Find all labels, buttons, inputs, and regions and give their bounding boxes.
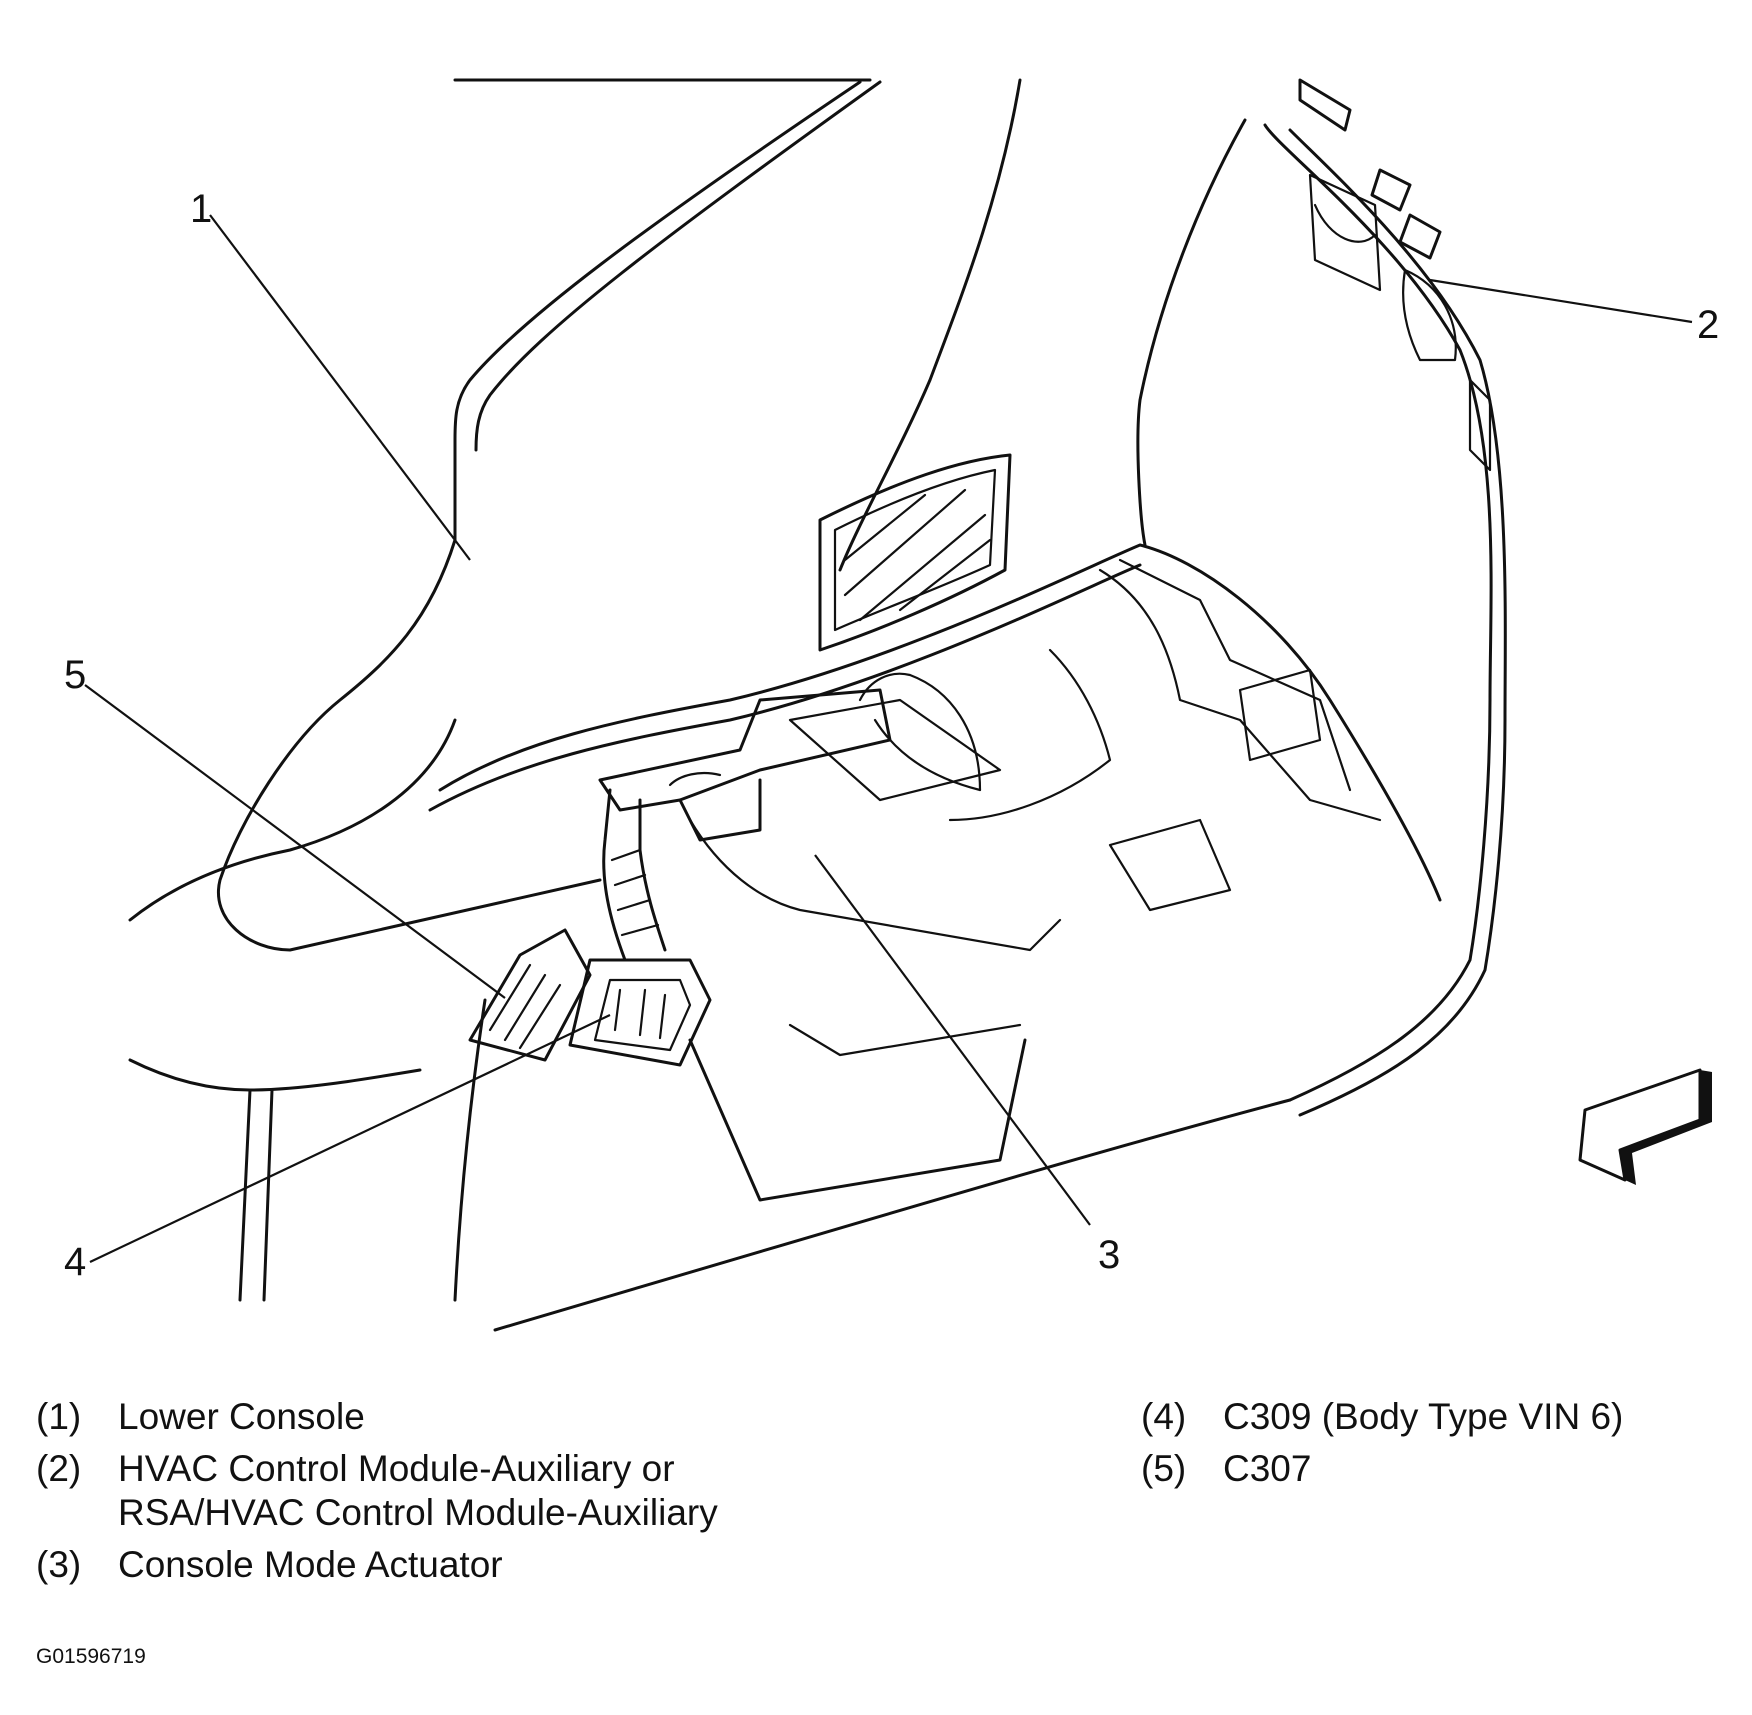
- legend-text: HVAC Control Module-Auxiliary or RSA/HVA…: [118, 1448, 718, 1533]
- legend-left-column: (1) Lower Console (2) HVAC Control Modul…: [36, 1395, 936, 1595]
- legend-item-3: (3) Console Mode Actuator: [36, 1543, 936, 1587]
- connector-c307: [468, 928, 592, 1062]
- forward-arrow-icon: [1578, 1068, 1712, 1185]
- console-top-surface: [428, 543, 1442, 912]
- figure-id: G01596719: [36, 1645, 146, 1668]
- callout-5: 5: [64, 653, 86, 697]
- legend-item-2: (2) HVAC Control Module-Auxiliary or RSA…: [36, 1447, 936, 1535]
- legend-number: (4): [1141, 1396, 1187, 1437]
- legend-text: C309 (Body Type VIN 6): [1223, 1396, 1624, 1437]
- legend-text: Console Mode Actuator: [118, 1544, 503, 1585]
- callout-4: 4: [64, 1240, 86, 1284]
- callout-1: 1: [190, 187, 212, 231]
- floor-vent-grille: [818, 453, 1012, 652]
- callout-3: 3: [1098, 1233, 1120, 1277]
- legend-right-column: (4) C309 (Body Type VIN 6) (5) C307: [1141, 1395, 1741, 1499]
- component-locator-drawing: 1 2 3 4 5: [64, 78, 1719, 1332]
- legend-item-5: (5) C307: [1141, 1447, 1741, 1491]
- floor-panel: [493, 1023, 1292, 1332]
- legend-text: C307: [1223, 1448, 1312, 1489]
- legend: (1) Lower Console (2) HVAC Control Modul…: [36, 1395, 1726, 1645]
- lower-console-outline: [128, 78, 1022, 1302]
- callout-2: 2: [1697, 303, 1719, 347]
- legend-number: (1): [36, 1396, 82, 1437]
- connector-c309: [568, 958, 712, 1067]
- legend-number: (5): [1141, 1448, 1187, 1489]
- auxiliary-hvac-panel: [1136, 78, 1507, 1117]
- leader-lines: [84, 214, 1693, 1263]
- legend-item-1: (1) Lower Console: [36, 1395, 936, 1439]
- legend-number: (2): [36, 1448, 82, 1489]
- legend-item-4: (4) C309 (Body Type VIN 6): [1141, 1395, 1741, 1439]
- legend-text: Lower Console: [118, 1396, 365, 1437]
- console-mode-actuator: [598, 672, 1062, 952]
- wiring-harness: [602, 788, 667, 962]
- legend-number: (3): [36, 1544, 82, 1585]
